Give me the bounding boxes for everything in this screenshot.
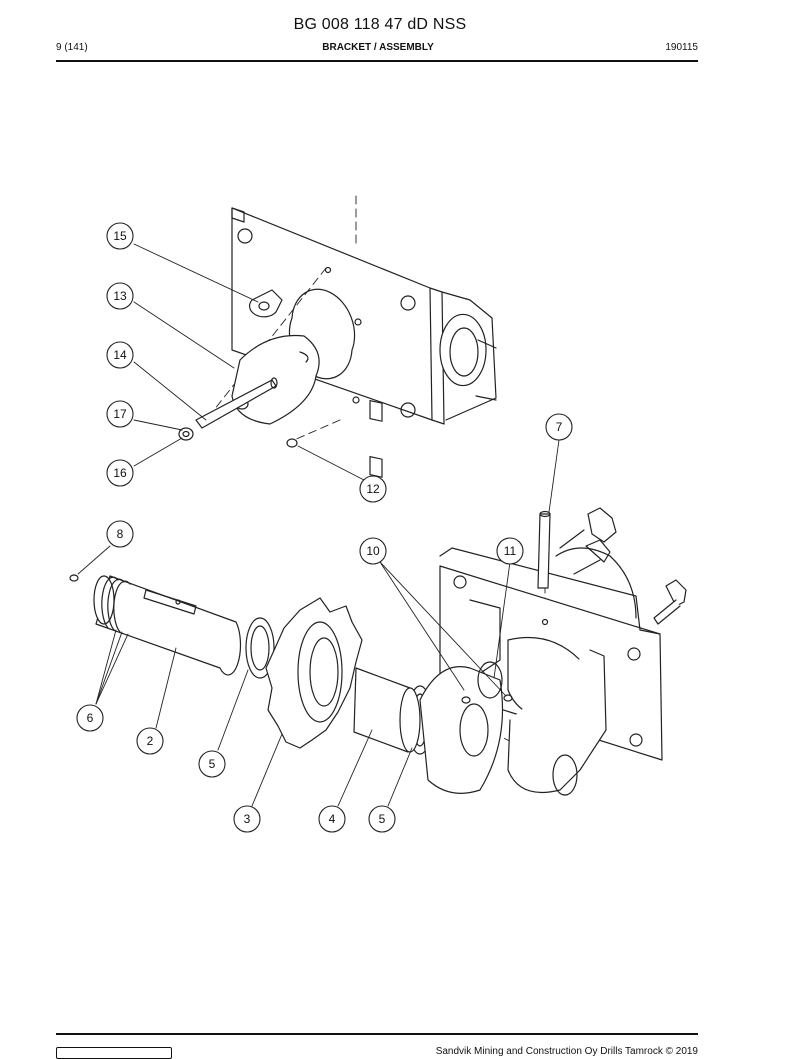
svg-text:7: 7 [556, 420, 563, 434]
svg-text:6: 6 [87, 711, 94, 725]
bolts [555, 507, 687, 625]
svg-text:4: 4 [329, 812, 336, 826]
callout-17: 17 [106, 400, 134, 428]
small-screw [286, 438, 298, 448]
header-rule [56, 60, 698, 62]
pin [195, 377, 278, 429]
footer-copyright: Sandvik Mining and Construction Oy Drill… [435, 1046, 698, 1057]
svg-text:15: 15 [113, 229, 127, 243]
retaining-clip [248, 289, 283, 318]
sprocket [265, 597, 363, 749]
callout-6: 6 [76, 704, 104, 732]
washer-left [245, 617, 275, 679]
document-title: BG 008 118 47 dD NSS [293, 16, 467, 33]
callout-2: 2 [136, 727, 164, 755]
svg-text:3: 3 [244, 812, 251, 826]
svg-text:8: 8 [117, 527, 124, 541]
svg-text:16: 16 [113, 466, 127, 480]
svg-text:12: 12 [366, 482, 380, 496]
eye-lug [419, 661, 513, 794]
svg-text:10: 10 [366, 544, 380, 558]
callout-8: 8 [106, 520, 134, 548]
vertical-pin [537, 510, 551, 589]
callout-12: 12 [359, 475, 387, 503]
svg-text:2: 2 [147, 734, 154, 748]
callout-4: 4 [318, 805, 346, 833]
shaft [69, 574, 242, 676]
callout-7: 7 [545, 413, 573, 441]
callout-16: 16 [106, 459, 134, 487]
nut-washer [178, 427, 194, 441]
svg-text:11: 11 [504, 544, 517, 558]
date-code: 190115 [665, 42, 698, 53]
company-logo [56, 1047, 172, 1059]
svg-text:5: 5 [379, 812, 386, 826]
svg-text:14: 14 [113, 348, 127, 362]
footer-rule [56, 1033, 698, 1035]
callout-13: 13 [106, 282, 134, 310]
callout-11: 11 [496, 537, 524, 565]
leader-lines [77, 243, 560, 807]
callout-3: 3 [233, 805, 261, 833]
page-number: 9 (141) [56, 42, 88, 53]
lower-bracket [439, 547, 663, 796]
callouts: 15 13 14 17 16 12 7 8 10 11 6 2 5 3 4 5 [76, 222, 573, 833]
svg-text:5: 5 [209, 757, 216, 771]
section-title: BRACKET / ASSEMBLY [322, 42, 434, 53]
callout-14: 14 [106, 341, 134, 369]
callout-10: 10 [359, 537, 387, 565]
sleeve [353, 667, 421, 753]
callout-5-left: 5 [198, 750, 226, 778]
svg-text:17: 17 [113, 407, 127, 421]
svg-text:13: 13 [113, 289, 127, 303]
callout-15: 15 [106, 222, 134, 250]
callout-5-right: 5 [368, 805, 396, 833]
